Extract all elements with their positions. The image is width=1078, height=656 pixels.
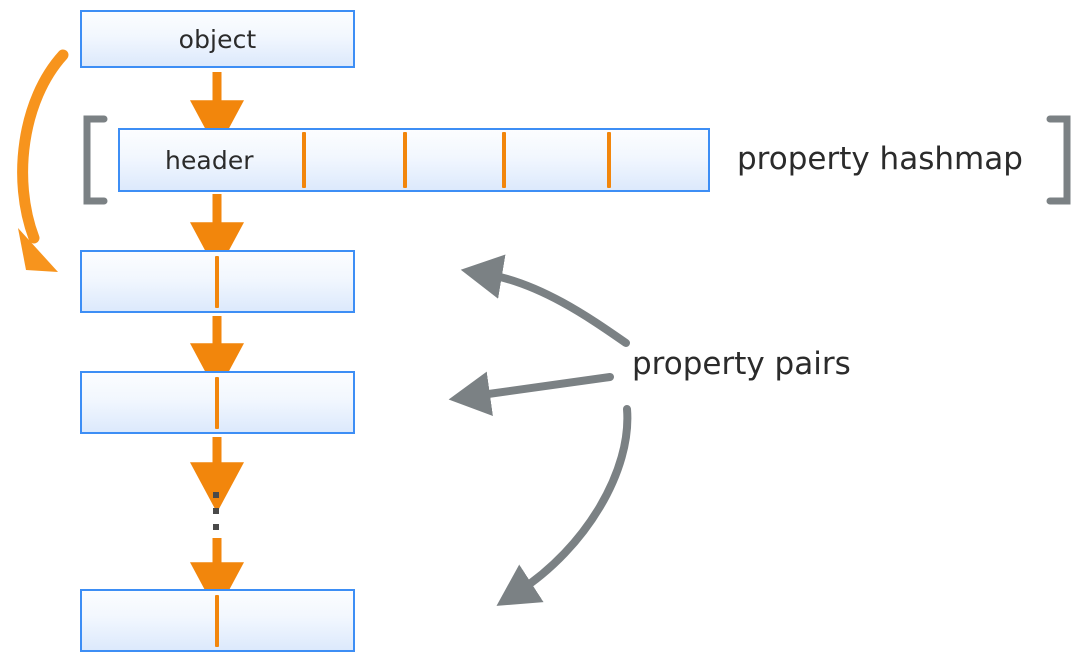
left-bracket (83, 115, 108, 205)
vertical-ellipsis (213, 492, 219, 540)
header-slot-tick-1 (302, 132, 306, 188)
object-box-label: object (178, 24, 257, 54)
header-slot-tick-3 (502, 132, 506, 188)
object-box[interactable]: object (80, 10, 355, 68)
gray-arrow-to-pair2 (448, 371, 614, 416)
right-bracket (1046, 115, 1071, 205)
gray-arrow-to-pair1 (460, 254, 630, 347)
ellipsis-dot-2 (213, 508, 219, 514)
pair-box-2-divider (215, 377, 219, 429)
header-box-label: header (165, 145, 254, 175)
pair-box-3-divider (215, 595, 219, 647)
header-slot-tick-4 (607, 132, 611, 188)
pair-box-1-divider (215, 256, 219, 308)
ellipsis-dot-1 (213, 492, 219, 498)
ellipsis-dot-3 (213, 524, 219, 530)
property-pairs-label: property pairs (632, 346, 851, 382)
orange-curved-arrow-object-to-pair1 (17, 49, 69, 272)
header-slot-tick-2 (403, 132, 407, 188)
property-hashmap-label: property hashmap (737, 141, 1023, 177)
header-box[interactable]: header (118, 128, 710, 192)
gray-arrow-to-pair3 (496, 405, 632, 606)
